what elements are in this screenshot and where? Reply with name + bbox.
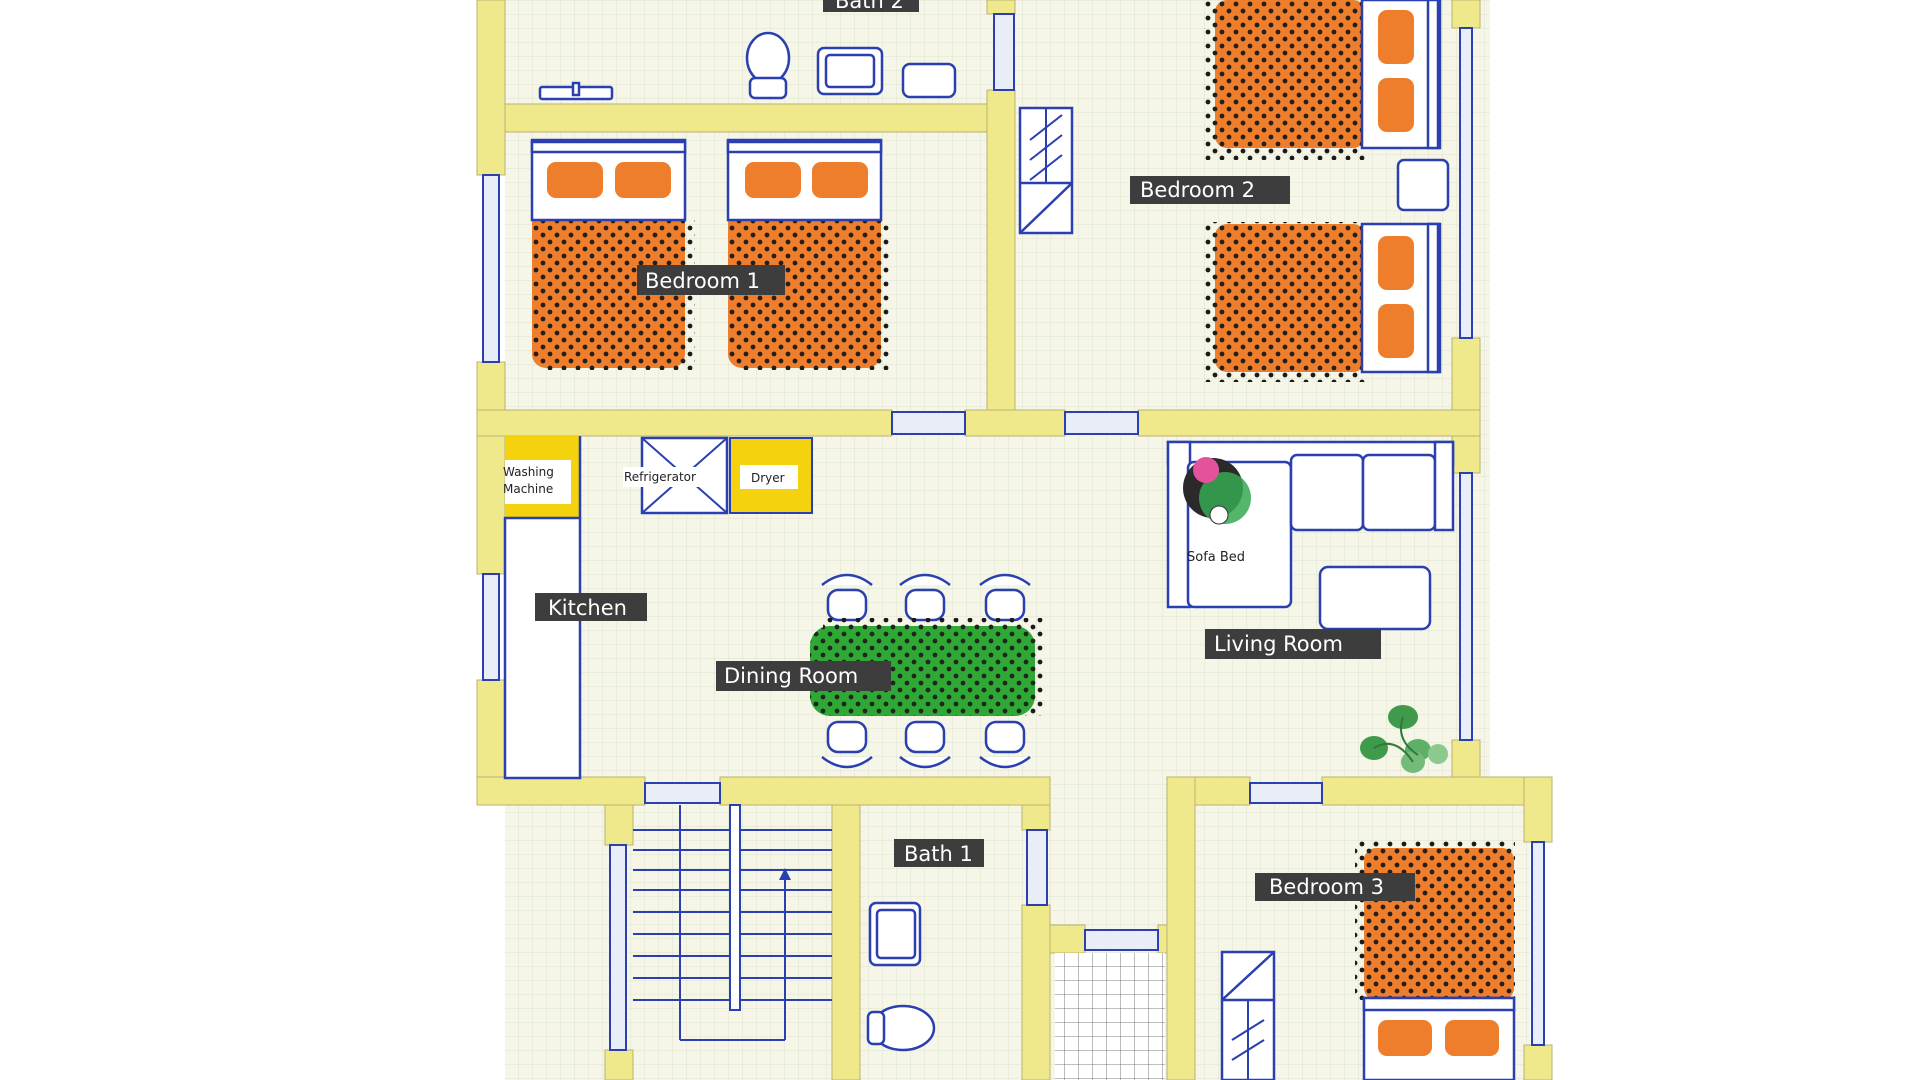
walls bbox=[476, 0, 1553, 1080]
washing-machine-label-2: Machine bbox=[503, 482, 553, 496]
plant-icon bbox=[1360, 705, 1448, 773]
staircase bbox=[633, 804, 832, 1041]
room-label-bedroom2-text: Bedroom 2 bbox=[1140, 178, 1255, 202]
room-label-bath1: Bath 1 bbox=[894, 839, 984, 867]
bath2-fixtures bbox=[538, 31, 957, 101]
washing-machine-label-1: Washing bbox=[503, 465, 554, 479]
room-label-kitchen-text: Kitchen bbox=[548, 596, 627, 620]
room-label-bath2-text: Bath 2 bbox=[835, 0, 904, 13]
room-label-kitchen: Kitchen bbox=[535, 593, 647, 621]
sofa-bed-label: Sofa Bed bbox=[1187, 550, 1245, 565]
bedroom1-beds bbox=[530, 138, 890, 370]
bedroom3-furniture bbox=[1220, 840, 1516, 1080]
dining-table bbox=[810, 618, 1043, 716]
room-label-dining: Dining Room bbox=[716, 661, 891, 691]
bedroom2-furniture bbox=[1018, 0, 1450, 382]
stairs-arrow-icon bbox=[779, 868, 791, 880]
entry-tiles bbox=[1055, 953, 1165, 1080]
person-icon bbox=[1183, 457, 1251, 525]
bath1-fixtures bbox=[866, 901, 936, 1052]
room-label-bedroom3-text: Bedroom 3 bbox=[1269, 875, 1384, 899]
room-label-bedroom1: Bedroom 1 bbox=[637, 265, 785, 295]
refrigerator-label: Refrigerator bbox=[624, 470, 696, 484]
room-label-bath1-text: Bath 1 bbox=[904, 842, 973, 866]
room-label-dining-text: Dining Room bbox=[724, 664, 858, 688]
room-label-bedroom2: Bedroom 2 bbox=[1130, 176, 1290, 204]
dryer-label: Dryer bbox=[751, 471, 785, 485]
room-label-bedroom1-text: Bedroom 1 bbox=[645, 269, 760, 293]
room-label-living-text: Living Room bbox=[1214, 632, 1343, 656]
windows bbox=[482, 13, 1545, 1051]
room-label-bedroom3: Bedroom 3 bbox=[1255, 873, 1415, 901]
room-label-living: Living Room bbox=[1205, 629, 1381, 659]
room-label-bath2: Bath 2 bbox=[823, 0, 919, 13]
dining-set bbox=[821, 573, 1031, 769]
kitchen-appliances: Washing Machine Refrigerator Dryer bbox=[503, 436, 813, 780]
